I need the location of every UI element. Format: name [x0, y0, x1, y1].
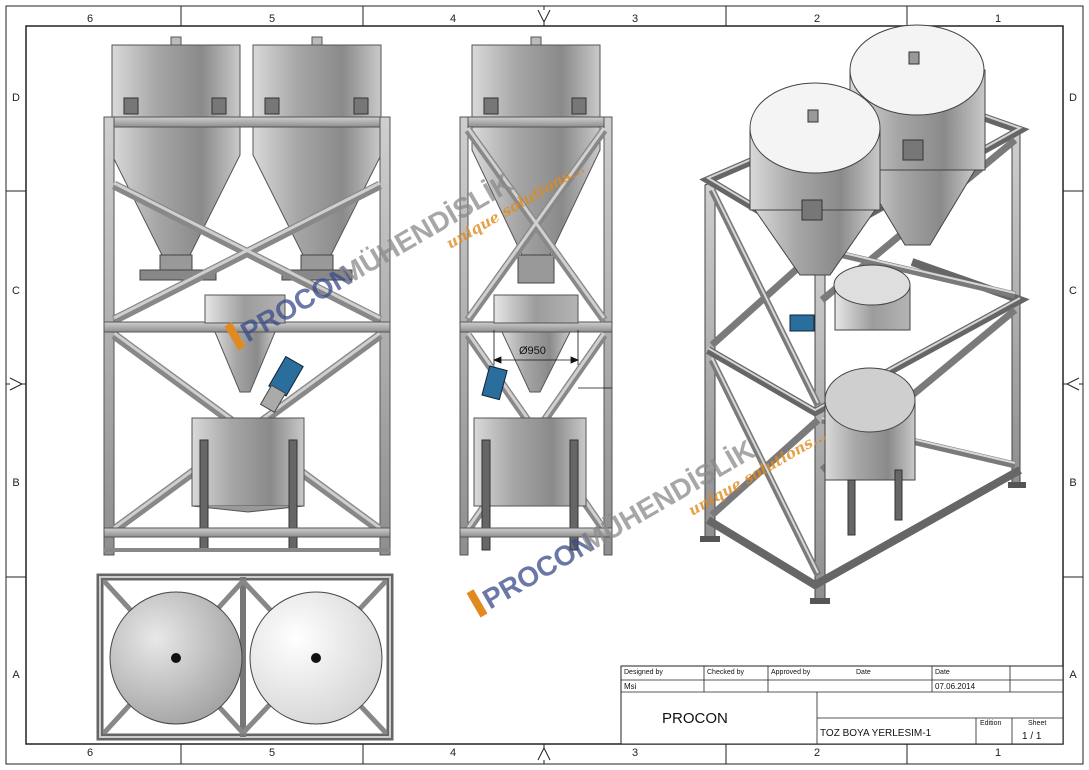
isometric-view [699, 24, 1030, 604]
zone-left-c: C [12, 285, 20, 297]
zone-bottom-1: 1 [995, 747, 1001, 759]
centre-marker-left [6, 377, 26, 391]
zone-right-c: C [1069, 285, 1077, 297]
company-name: PROCON [662, 710, 728, 727]
zone-right-b: B [1069, 477, 1076, 489]
edition-label: Edition [980, 720, 1002, 727]
zone-top-6: 6 [87, 13, 93, 25]
zone-bottom-2: 2 [814, 747, 820, 759]
front-view [103, 36, 391, 556]
diameter-dimension [492, 330, 612, 389]
zone-bottom-5: 5 [269, 747, 275, 759]
title-block: Designed by Msi Checked by Approved by D… [620, 665, 1064, 745]
zone-top-2: 2 [814, 13, 820, 25]
date-label-2: Date [935, 669, 950, 676]
zone-labels-bottom: 6 5 4 3 2 1 [87, 747, 1001, 759]
sheet-label: Sheet [1028, 720, 1046, 727]
zone-bottom-6: 6 [87, 747, 93, 759]
zone-top-3: 3 [632, 13, 638, 25]
zone-top-4: 4 [450, 13, 456, 25]
iso-silo-front-lid [749, 82, 881, 174]
date-label-1: Date [856, 669, 871, 676]
zone-labels-right: D C B A [1069, 92, 1077, 681]
side-view: Ø950 [459, 36, 613, 556]
zone-right-a: A [1069, 669, 1077, 681]
diameter-label: Ø950 [519, 345, 546, 357]
front-main-tank [191, 417, 305, 507]
iso-silo-back-lid [849, 24, 985, 116]
zone-left-b: B [12, 477, 19, 489]
front-motor [259, 355, 304, 413]
top-view [96, 573, 394, 741]
zone-labels-left: D C B A [12, 92, 20, 681]
iso-main-tank [824, 367, 916, 433]
zone-left-d: D [12, 92, 20, 104]
approved-by-label: Approved by [771, 669, 811, 676]
zone-top-1: 1 [995, 13, 1001, 25]
date-value: 07.06.2014 [935, 682, 976, 691]
zone-bottom-4: 4 [450, 747, 456, 759]
sheet-value: 1 / 1 [1022, 731, 1042, 742]
sheet-border [5, 5, 1084, 765]
designed-by-label: Designed by [624, 669, 663, 676]
checked-by-label: Checked by [707, 669, 744, 676]
centre-marker-bottom [537, 744, 551, 764]
drawing-title: TOZ BOYA YERLESIM-1 [820, 728, 932, 739]
zone-top-5: 5 [269, 13, 275, 25]
centre-marker-right [1063, 377, 1083, 391]
zone-left-a: A [12, 669, 20, 681]
zone-right-d: D [1069, 92, 1077, 104]
designed-by-value: Msi [624, 682, 637, 691]
zone-labels-top: 6 5 4 3 2 1 [87, 13, 1001, 25]
zone-bottom-3: 3 [632, 747, 638, 759]
centre-marker-top [537, 6, 551, 26]
